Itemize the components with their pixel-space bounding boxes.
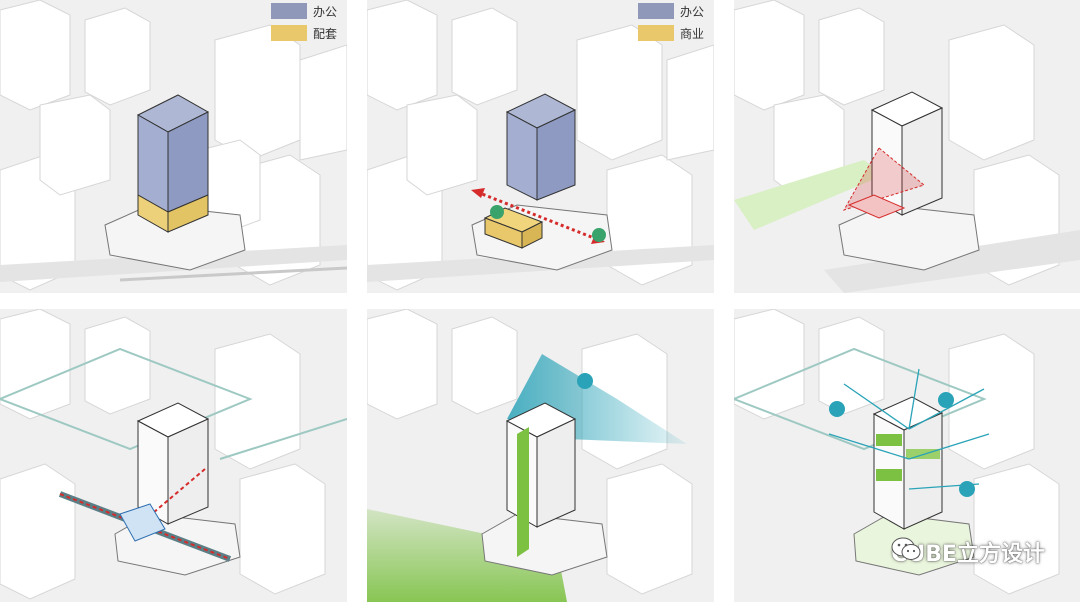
legend-item-office: 办公 bbox=[638, 2, 706, 20]
wechat-icon bbox=[891, 536, 921, 562]
legend-label-retail: 商业 bbox=[680, 25, 706, 42]
panel-3-drawing bbox=[734, 0, 1080, 293]
panel-3-view-corridor bbox=[734, 0, 1080, 293]
panel-1-legend: 办公 配套 bbox=[271, 2, 339, 42]
panel-4-metro-link bbox=[0, 309, 347, 602]
legend-label-office: 办公 bbox=[313, 3, 339, 20]
tower-office bbox=[138, 95, 208, 212]
eye-icon bbox=[959, 481, 975, 497]
eye-icon bbox=[829, 401, 845, 417]
panel-4-drawing bbox=[0, 309, 347, 602]
panel-5-green-to-sky bbox=[367, 309, 714, 602]
panel-2-drawing bbox=[367, 0, 714, 293]
legend-swatch-office bbox=[638, 3, 674, 19]
eye-icon bbox=[577, 373, 593, 389]
metro-icon bbox=[490, 205, 504, 219]
legend-swatch-office bbox=[271, 3, 307, 19]
panel-6-sky-gardens: CUBE立方设计 bbox=[734, 309, 1080, 602]
legend-swatch-retail bbox=[638, 25, 674, 41]
watermark: CUBE立方设计 bbox=[891, 536, 1045, 568]
legend-swatch-amenity bbox=[271, 25, 307, 41]
panel-1-drawing bbox=[0, 0, 347, 293]
legend-item-amenity: 配套 bbox=[271, 24, 339, 42]
legend-label-amenity: 配套 bbox=[313, 25, 339, 42]
metro-icon bbox=[592, 228, 606, 242]
green-spine bbox=[517, 427, 529, 557]
legend-item-retail: 商业 bbox=[638, 24, 706, 42]
panel-2-retail-connection: 办公 商业 bbox=[367, 0, 714, 293]
legend-item-office: 办公 bbox=[271, 2, 339, 20]
panel-1-program-split: 办公 配套 bbox=[0, 0, 347, 293]
eye-icon bbox=[938, 392, 954, 408]
legend-label-office: 办公 bbox=[680, 3, 706, 20]
panel-5-drawing bbox=[367, 309, 714, 602]
tower-office bbox=[507, 94, 575, 200]
panel-2-legend: 办公 商业 bbox=[638, 2, 706, 42]
